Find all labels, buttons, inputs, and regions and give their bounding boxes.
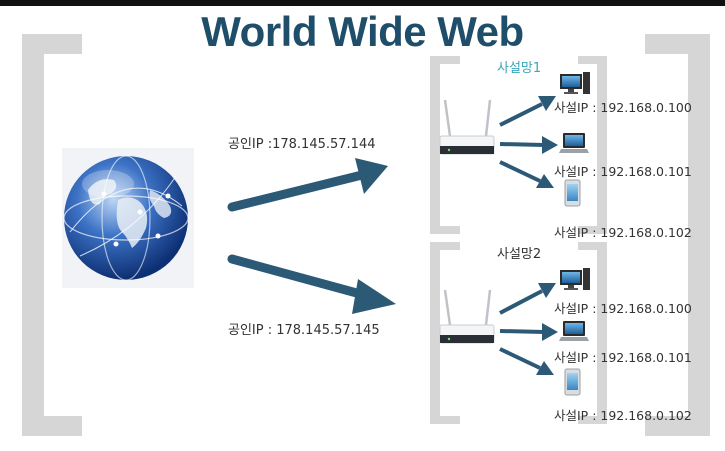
outer-right-bracket-top — [645, 34, 710, 54]
net1-right-bracket-bottom — [578, 226, 607, 234]
private-ip-label: 사설IP : 192.168.0.100 — [554, 301, 692, 316]
net2-right-bracket-vertical — [597, 242, 607, 424]
top-bar — [0, 0, 725, 6]
private-ip-label: 사설IP : 192.168.0.102 — [554, 225, 692, 240]
smartphone-icon — [564, 368, 581, 396]
net1-left-bracket-vertical — [430, 56, 440, 232]
arrow-to-network1 — [227, 158, 388, 212]
laptop-icon — [559, 133, 589, 153]
laptop-icon — [559, 321, 589, 341]
globe-icon — [62, 148, 194, 288]
network-name-net2: 사설망2 — [497, 247, 542, 262]
private-ip-label: 사설IP : 192.168.0.102 — [554, 408, 692, 423]
net1-right-bracket-top — [578, 56, 607, 64]
private-ip-label: 사설IP : 192.168.0.101 — [554, 164, 692, 179]
private-ip-label: 사설IP : 192.168.0.100 — [554, 100, 692, 115]
net2-left-bracket-top — [430, 242, 460, 250]
router-icon — [439, 289, 495, 344]
desktop-computer-icon — [560, 72, 590, 94]
net2-right-bracket-top — [578, 242, 607, 250]
outer-left-bracket-vertical — [22, 34, 44, 434]
desktop-computer-icon — [560, 268, 590, 290]
outer-left-bracket-top — [22, 34, 82, 54]
network-name-net1: 사설망1 — [497, 61, 542, 76]
net2-right-bracket-bottom — [578, 416, 607, 424]
private-ip-label: 사설IP : 192.168.0.101 — [554, 350, 692, 365]
router-to-devices-arrows-net2 — [499, 283, 558, 375]
public-ip-label-net2: 공인IP : 178.145.57.145 — [228, 323, 380, 338]
outer-left-bracket-bottom — [22, 416, 82, 436]
page-title: World Wide Web — [201, 8, 524, 55]
net1-left-bracket-top — [430, 56, 460, 64]
net1-left-bracket-bottom — [430, 226, 460, 234]
net2-left-bracket-bottom — [430, 416, 460, 424]
net1-right-bracket-vertical — [597, 56, 607, 232]
public-ip-label-net1: 공인IP :178.145.57.144 — [228, 137, 376, 152]
outer-right-bracket-vertical — [688, 34, 710, 434]
smartphone-icon — [564, 179, 581, 207]
router-to-devices-arrows-net1 — [499, 96, 558, 188]
router-icon — [439, 99, 495, 155]
net2-left-bracket-vertical — [430, 242, 440, 424]
outer-right-bracket-bottom — [645, 416, 710, 436]
arrow-to-network2 — [227, 254, 396, 314]
